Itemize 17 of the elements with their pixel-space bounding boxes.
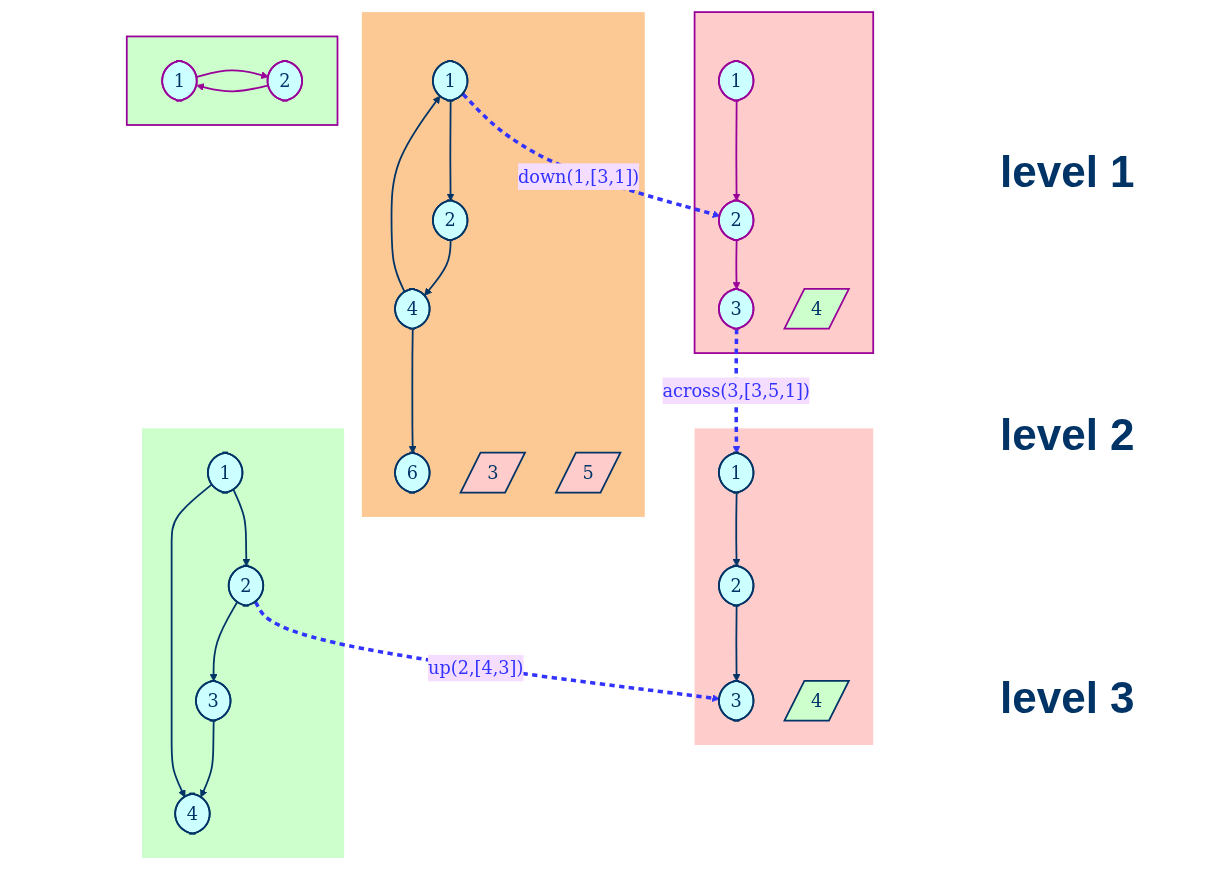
level-label: level 2 [1000,409,1136,460]
level-label: level 3 [1000,672,1136,723]
cluster [694,427,874,745]
level-label: level 1 [1000,146,1136,197]
arrow [170,483,213,798]
edge-label: up(2,[4,3]) [427,656,524,679]
arrow [461,92,721,218]
edge-label: across(3,[3,5,1]) [662,379,810,401]
arrow [232,488,251,566]
arrow [424,239,452,296]
arrow [254,600,720,702]
cluster [361,11,645,517]
arrow [390,95,441,293]
cluster [141,427,345,858]
cluster [125,35,339,126]
cluster [693,10,875,354]
edge-label: down(1,[3,1]) [517,165,640,187]
